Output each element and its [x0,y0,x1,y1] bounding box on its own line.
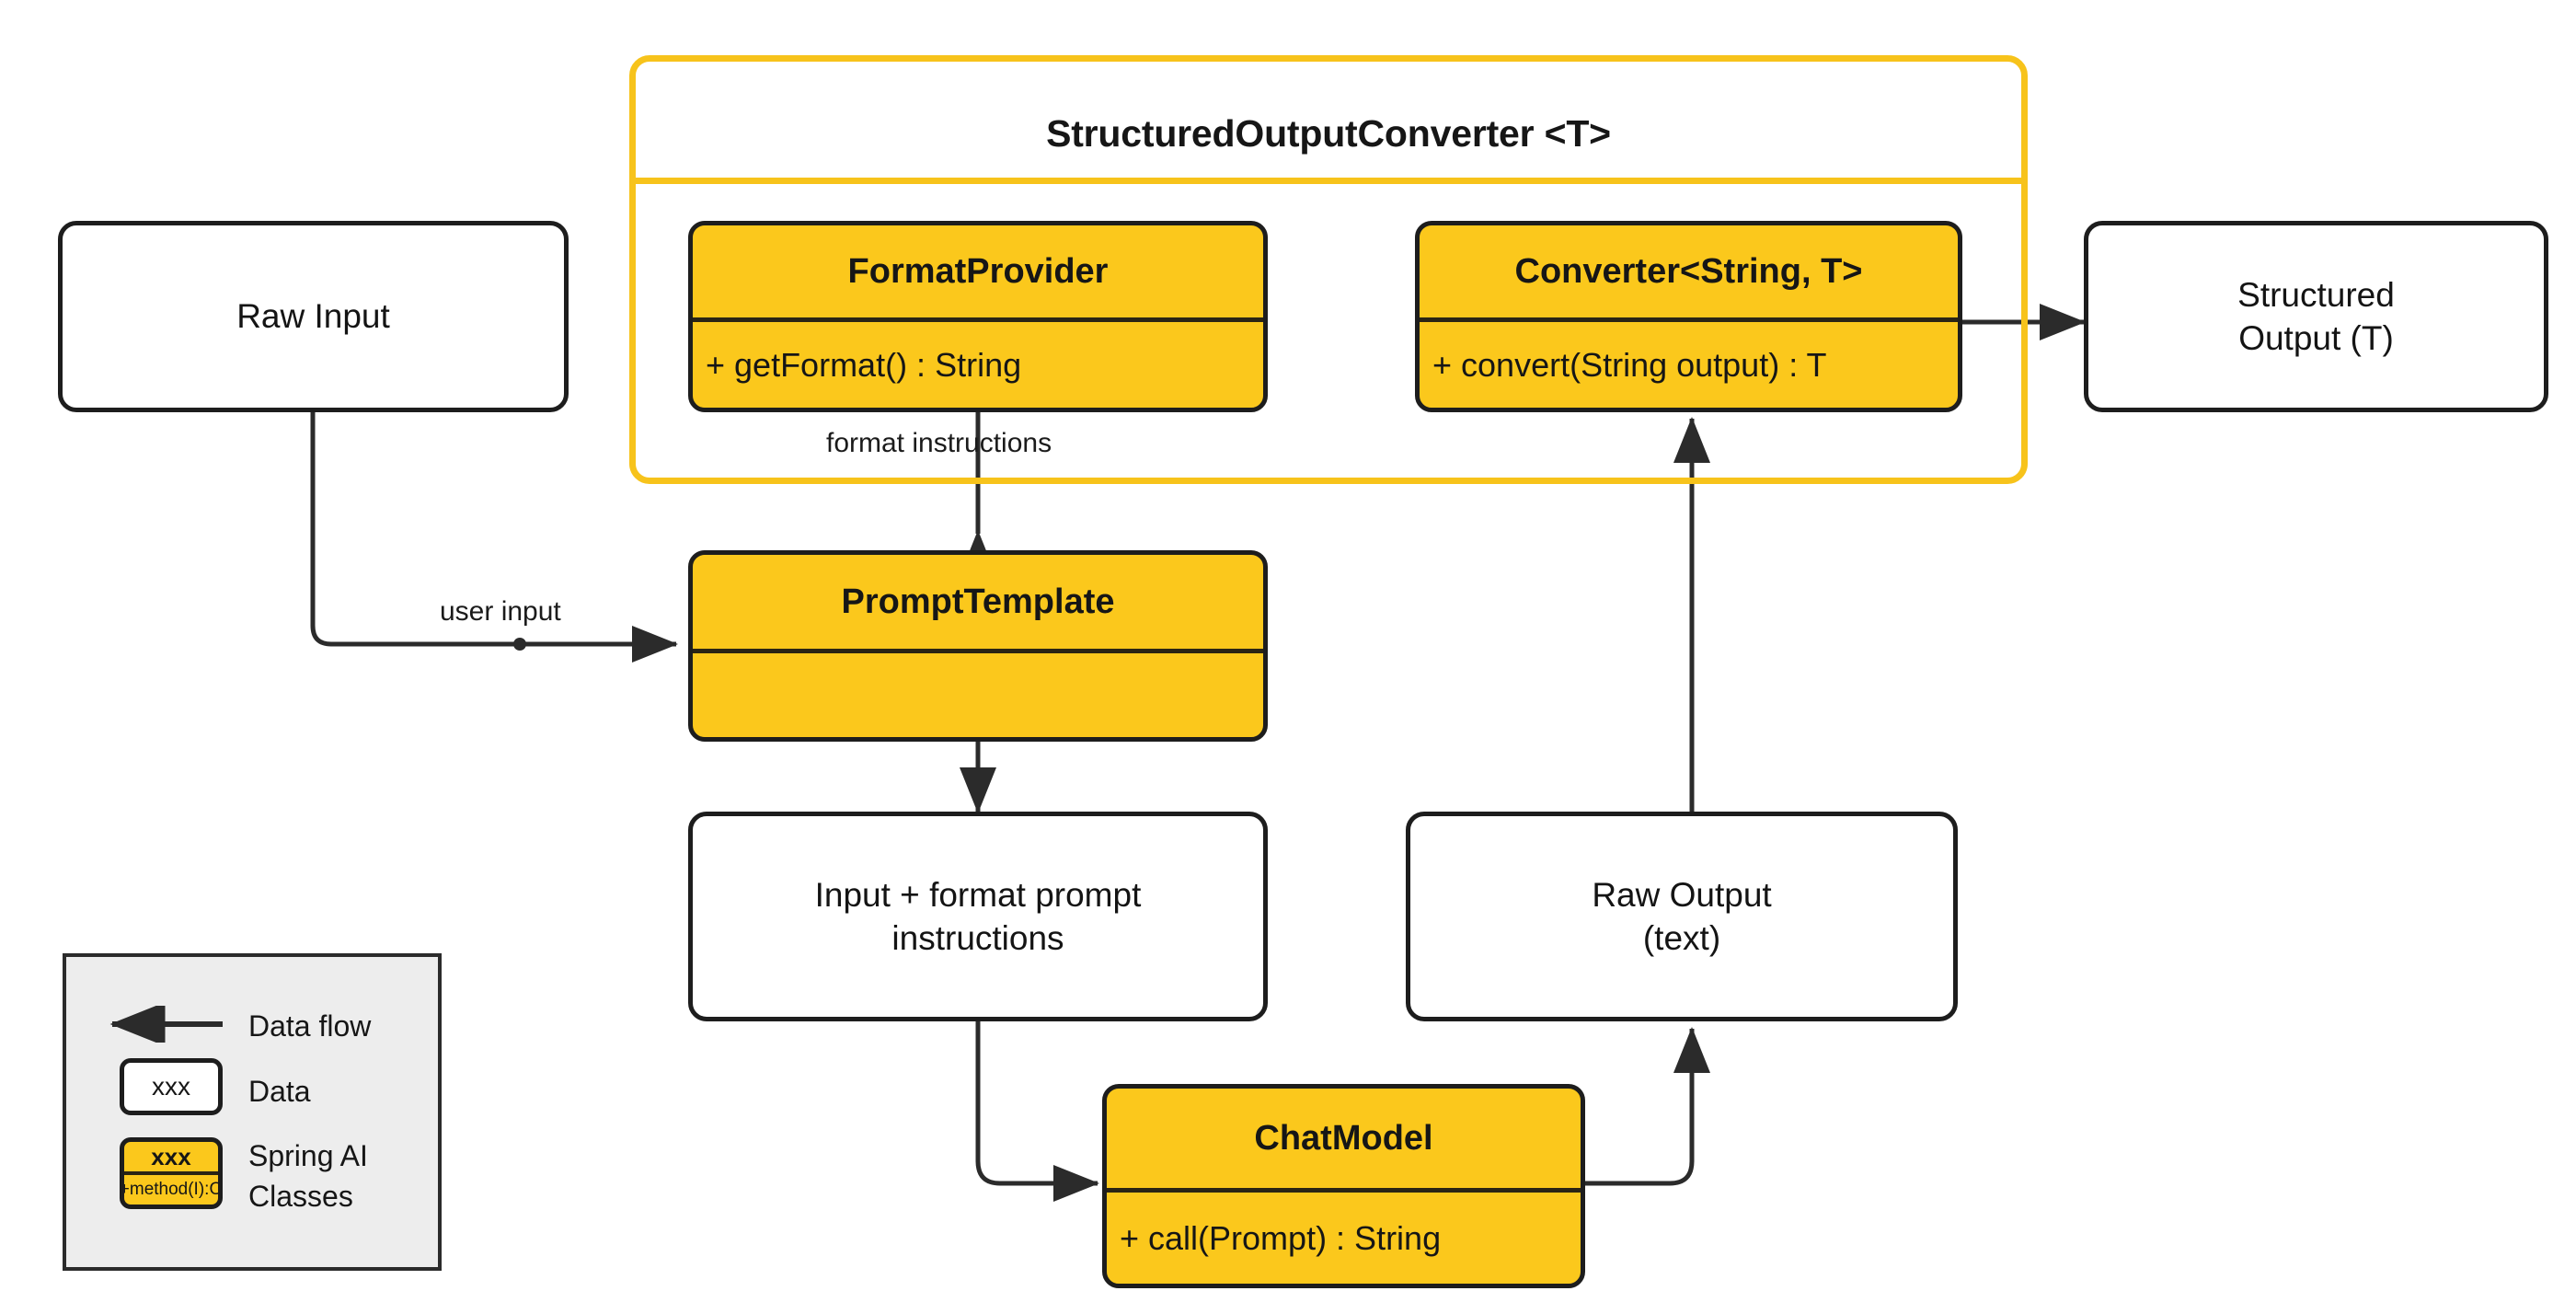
raw-output-label-line1: Raw Output [1592,875,1772,914]
legend-data-label: Data [248,1075,311,1108]
raw-input-label: Raw Input [236,297,390,336]
legend-spring-ai-swatch-divider [124,1171,218,1175]
legend-panel: Data flow xxx Data xxx +method(I):O Spri… [63,953,442,1271]
structured-output-converter-group: StructuredOutputConverter <T> [629,55,2028,484]
class-box-converter[interactable]: Converter<String, T> + convert(String ou… [1415,221,1962,412]
format-provider-name: FormatProvider [847,251,1109,291]
prompt-template-method [693,653,1263,737]
legend-data-flow-label: Data flow [248,1009,372,1043]
chat-model-name: ChatModel [1254,1118,1433,1158]
format-provider-method: + getFormat() : String [706,345,1022,384]
data-node-input-plus-format[interactable]: Input + format prompt instructions [688,812,1268,1021]
edge-chatmodel-to-rawoutput [1585,1027,1710,1186]
structured-output-label-line2: Output (T) [2238,319,2394,357]
chat-model-divider [1107,1188,1581,1193]
edge-label-format-instructions: format instructions [826,428,1052,458]
data-node-raw-output[interactable]: Raw Output (text) [1406,812,1958,1021]
legend-data-swatch-text: xxx [152,1072,190,1101]
input-plus-format-label-line2: instructions [891,919,1064,957]
class-box-chat-model[interactable]: ChatModel + call(Prompt) : String [1102,1084,1585,1288]
converter-method: + convert(String output) : T [1432,345,1827,384]
converter-divider [1420,317,1958,322]
legend-spring-ai-label-line1: Spring AI [248,1139,368,1172]
legend-data-flow-arrow-icon [109,1006,223,1043]
data-node-structured-output[interactable]: Structured Output (T) [2084,221,2548,412]
format-provider-divider [693,317,1263,322]
edge-label-user-input: user input [440,596,561,627]
prompt-template-name: PromptTemplate [841,582,1115,621]
raw-output-label-line2: (text) [1642,919,1721,957]
input-plus-format-label-line1: Input + format prompt [814,875,1142,914]
group-title-divider [629,178,2028,184]
structured-output-label-line1: Structured [2237,275,2395,314]
group-title: StructuredOutputConverter <T> [1046,112,1611,155]
legend-spring-ai-swatch-method: +method(I):O [120,1180,223,1199]
prompt-template-divider [693,649,1263,653]
legend-spring-ai-swatch-name: xxx [151,1142,191,1170]
legend-spring-ai-swatch: xxx +method(I):O [120,1137,223,1209]
class-box-format-provider[interactable]: FormatProvider + getFormat() : String [688,221,1268,412]
legend-spring-ai-label-line2: Classes [248,1180,353,1213]
legend-data-swatch: xxx [120,1058,223,1115]
class-box-prompt-template[interactable]: PromptTemplate [688,550,1268,742]
data-node-raw-input[interactable]: Raw Input [58,221,569,412]
chat-model-method: + call(Prompt) : String [1120,1218,1442,1257]
edge-user-input-waypoint [513,638,526,651]
converter-name: Converter<String, T> [1514,251,1863,291]
edge-inputformat-to-chatmodel [975,1021,1099,1202]
